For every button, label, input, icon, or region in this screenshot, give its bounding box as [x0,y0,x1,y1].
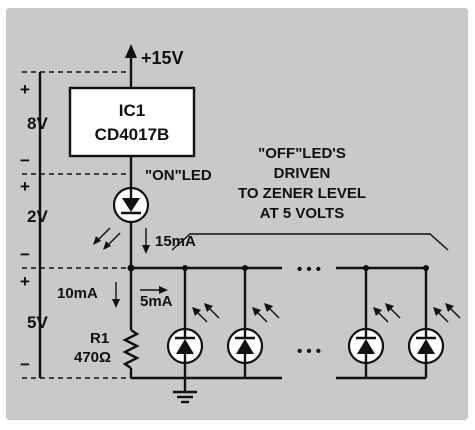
off-led-emission-arrow [373,307,382,316]
segment-3-minus: − [20,355,30,374]
off-led-line-3: TO ZENER LEVEL [238,185,366,202]
off-led-junction [242,265,248,271]
supply-label: +15V [141,48,184,68]
segment-2-value: 2V [27,207,48,226]
segment-3-value: 5V [27,313,48,332]
on-led-label: "ON"LED [145,167,212,184]
resistor-r1 [122,329,140,369]
off-led-1 [166,265,220,378]
off-led-emission-arrow [204,303,213,312]
off-led-triangle [236,339,254,354]
on-led-emission-arrows [93,227,121,250]
ic-name: IC1 [119,101,145,120]
total-current-arrow [142,245,150,254]
off-led-emission-arrow [445,303,454,312]
segment-2-minus: − [20,245,30,264]
off-led-junction [182,265,188,271]
off-led-4 [407,265,461,378]
off-led-2 [226,265,280,378]
off-led-group [166,265,461,378]
off-led-brace [171,233,449,251]
off-led-triangle [417,339,435,354]
middle-ellipsis: • • • [297,343,321,360]
off-led-triangle [357,339,375,354]
off-led-emission-arrow [252,307,261,316]
on-led-triangle [122,198,140,212]
segment-1-value: 8V [27,114,48,133]
resistor-current-label: 10mA [57,285,98,302]
off-led-line-1: "OFF"LED'S [258,145,346,162]
resistor-value: 470Ω [74,349,111,366]
off-led-triangle [176,339,194,354]
top-bus-ellipsis: • • • [297,261,321,278]
led-branch-current-arrow [159,286,168,294]
off-led-junction [363,265,369,271]
off-led-3 [347,265,401,378]
resistor-current-arrow [112,299,120,308]
segment-1-plus: + [20,80,30,99]
segment-2-plus: + [20,177,30,196]
on-led [112,186,150,224]
segment-1-minus: − [20,151,30,170]
supply-arrow [125,44,137,58]
ic-part: CD4017B [95,125,170,144]
off-led-line-4: AT 5 VOLTS [260,205,344,222]
off-led-emission-arrow [192,307,201,316]
segment-3-plus: + [20,272,30,291]
off-led-line-2: DRIVEN [274,165,331,182]
ic-box [68,86,196,158]
off-led-emission-arrow [385,303,394,312]
resistor-name: R1 [90,330,109,347]
off-led-emission-arrow [264,303,273,312]
led-branch-current-label: 5mA [140,293,173,310]
off-led-emission-arrow [433,307,442,316]
voltage-scale: + 8V − + 2V − + 5V − [20,71,131,379]
off-led-junction [423,265,429,271]
